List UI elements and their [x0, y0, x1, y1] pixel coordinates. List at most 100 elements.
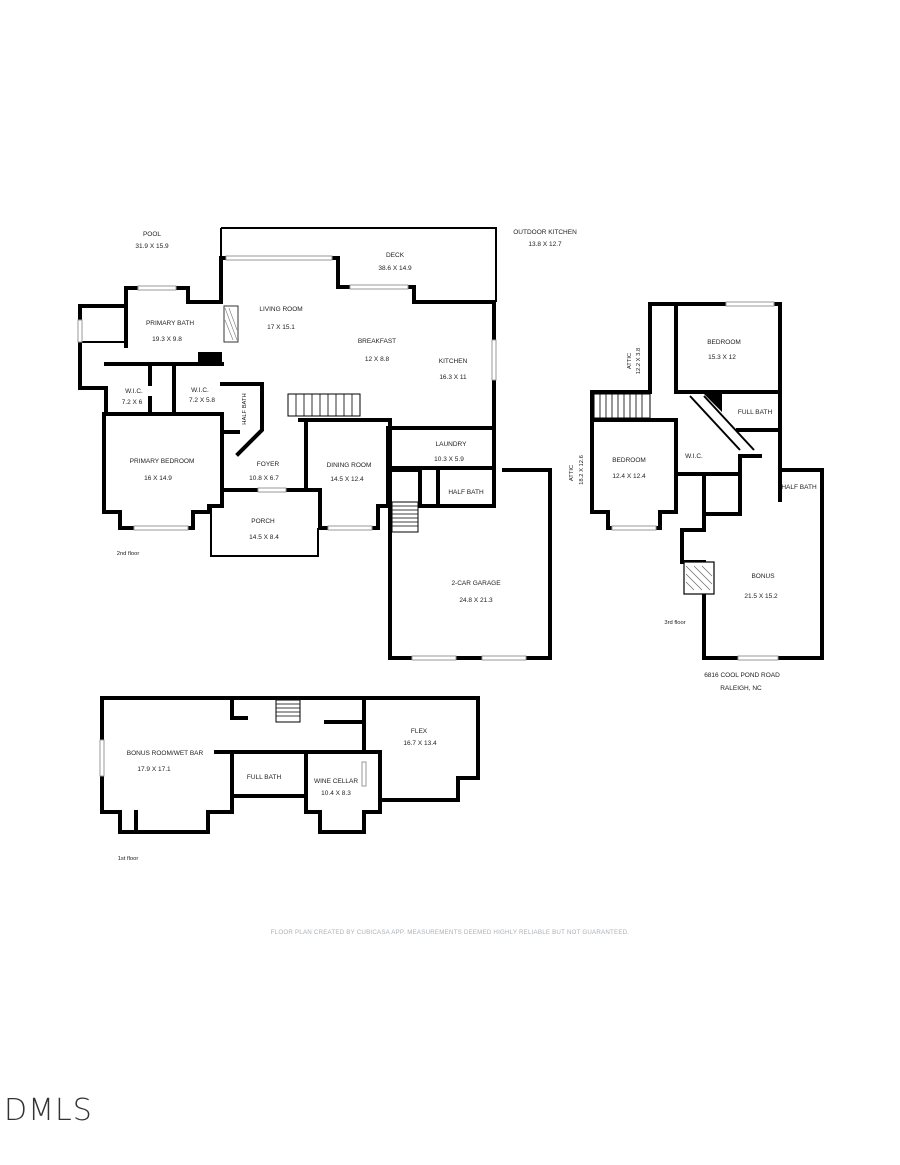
window [737, 655, 779, 661]
bonus-wet-bar-name: BONUS ROOM/WET BAR [127, 750, 204, 757]
dining-room-dim: 14.5 X 12.4 [330, 476, 364, 483]
bonus-wet-bar-dim: 17.9 X 17.1 [137, 766, 171, 773]
flex-name: FLEX [411, 728, 428, 735]
full-bath-3-name: FULL BATH [738, 409, 773, 416]
deck-dim: 38.6 X 14.9 [378, 265, 412, 272]
bedroom-3b-dim: 12.4 X 12.4 [612, 473, 646, 480]
living-room-dim: 17 X 15.1 [267, 324, 295, 331]
attic-a-name: ATTIC [627, 353, 633, 369]
primary-bath-dim: 19.3 X 9.8 [152, 336, 182, 343]
bonus-dim: 21.5 X 15.2 [744, 593, 778, 600]
floor-label-first: 1st floor [118, 856, 139, 862]
wine-cellar-name: WINE CELLAR [314, 778, 358, 785]
dining-room-name: DINING ROOM [327, 462, 372, 469]
wic3-name: W.I.C. [685, 453, 703, 460]
third-floor-plan [590, 301, 824, 661]
deck-name: DECK [386, 252, 405, 259]
window [225, 255, 333, 261]
porch-dim: 14.5 X 8.4 [249, 534, 279, 541]
window [725, 301, 775, 307]
outdoor-kitchen-name: OUTDOOR KITCHEN [513, 229, 577, 236]
laundry-name: LAUNDRY [436, 441, 468, 448]
attic-a-dim: 12.2 X 3.8 [636, 348, 642, 374]
bedroom-3b-name: BEDROOM [612, 457, 646, 464]
half-bath-garage-name: HALF BATH [448, 489, 484, 496]
stairs-1st-floor[interactable] [275, 699, 301, 723]
wic2-dim: 7.2 X 5.8 [189, 397, 215, 404]
fireplace-hatch [223, 305, 239, 343]
first-floor-plan [99, 696, 480, 834]
window [349, 284, 409, 290]
window [99, 739, 105, 777]
address-line1: 6816 COOL POND ROAD [704, 672, 780, 679]
deck-outline [221, 227, 497, 302]
stairs-garage[interactable] [391, 501, 419, 533]
wine-cellar-dim: 10.4 X 8.3 [321, 790, 351, 797]
window [133, 525, 189, 531]
stairs-3rd-floor[interactable] [593, 393, 651, 419]
flex-dim: 16.7 X 13.4 [403, 740, 437, 747]
garage-walls [388, 468, 552, 660]
floor-label-second: 2nd floor [117, 551, 140, 557]
disclaimer-text: FLOOR PLAN CREATED BY CUBICASA APP. MEAS… [271, 929, 630, 936]
garage-dim: 24.8 X 21.3 [459, 597, 493, 604]
window [491, 339, 497, 381]
garage-half-bath [436, 468, 496, 508]
attic-b-dim: 18.2 X 12.6 [579, 455, 585, 485]
window [327, 525, 373, 531]
pool-name: POOL [143, 231, 161, 238]
front-door[interactable] [257, 487, 287, 493]
exterior-wall-top [219, 256, 496, 470]
wic1-dim: 7.2 X 6 [122, 399, 143, 406]
second-floor-plan [77, 227, 552, 661]
outdoor-kitchen-dim: 13.8 X 12.7 [528, 241, 562, 248]
third-floor-upper-left [590, 302, 652, 422]
half-bath-wall [220, 382, 264, 457]
address-line2: RALEIGH, NC [720, 685, 762, 692]
wic2-name: W.I.C. [191, 387, 209, 394]
window [481, 655, 527, 661]
bedroom-3a-dim: 15.3 X 12 [708, 354, 736, 361]
half-bath-3-name: HALF BATH [781, 484, 817, 491]
breakfast-dim: 12 X 8.8 [365, 356, 390, 363]
window [137, 285, 177, 291]
first-floor-outer [100, 696, 480, 834]
breakfast-name: BREAKFAST [358, 338, 396, 345]
kitchen-dim: 16.3 X 11 [439, 374, 467, 381]
wic1-name: W.I.C. [125, 388, 143, 395]
full-bath-1-name: FULL BATH [247, 774, 282, 781]
bonus-entry-wall [702, 472, 742, 516]
window [411, 655, 457, 661]
dining-bottom-wall [304, 426, 496, 530]
half-bath-2-name: HALF BATH [242, 393, 248, 424]
porch-outline [210, 506, 319, 557]
foyer-name: FOYER [257, 461, 280, 468]
kitchen-name: KITCHEN [439, 358, 468, 365]
window [77, 319, 83, 343]
dmls-logo: DMLS [4, 1093, 93, 1128]
fireplace-block [198, 352, 222, 364]
garage-name: 2-CAR GARAGE [451, 580, 501, 587]
flex-wall [362, 696, 382, 802]
third-floor-outer [648, 302, 824, 660]
primary-bath-name: PRIMARY BATH [146, 320, 194, 327]
attic-b-name: ATTIC [569, 465, 575, 481]
primary-bedroom-name: PRIMARY BEDROOM [130, 458, 195, 465]
stair-wall-left [230, 696, 248, 720]
pool-dim: 31.9 X 15.9 [135, 243, 169, 250]
foyer-dim: 10.8 X 6.7 [249, 475, 279, 482]
garage-hall-wall [388, 468, 440, 508]
primary-bedroom-dim: 16 X 14.9 [144, 475, 172, 482]
window [611, 525, 657, 531]
bonus-name: BONUS [751, 573, 775, 580]
diagonal-hall [689, 395, 755, 451]
living-room-name: LIVING ROOM [259, 306, 302, 313]
stairs-2nd-floor[interactable] [287, 393, 361, 417]
porch-name: PORCH [251, 518, 275, 525]
room-labels: POOL 31.9 X 15.9 OUTDOOR KITCHEN 13.8 X … [117, 229, 817, 862]
window [361, 761, 367, 787]
laundry-dim: 10.3 X 5.9 [434, 456, 464, 463]
floor-label-third: 3rd floor [664, 620, 685, 626]
bedroom-3a-name: BEDROOM [707, 339, 741, 346]
